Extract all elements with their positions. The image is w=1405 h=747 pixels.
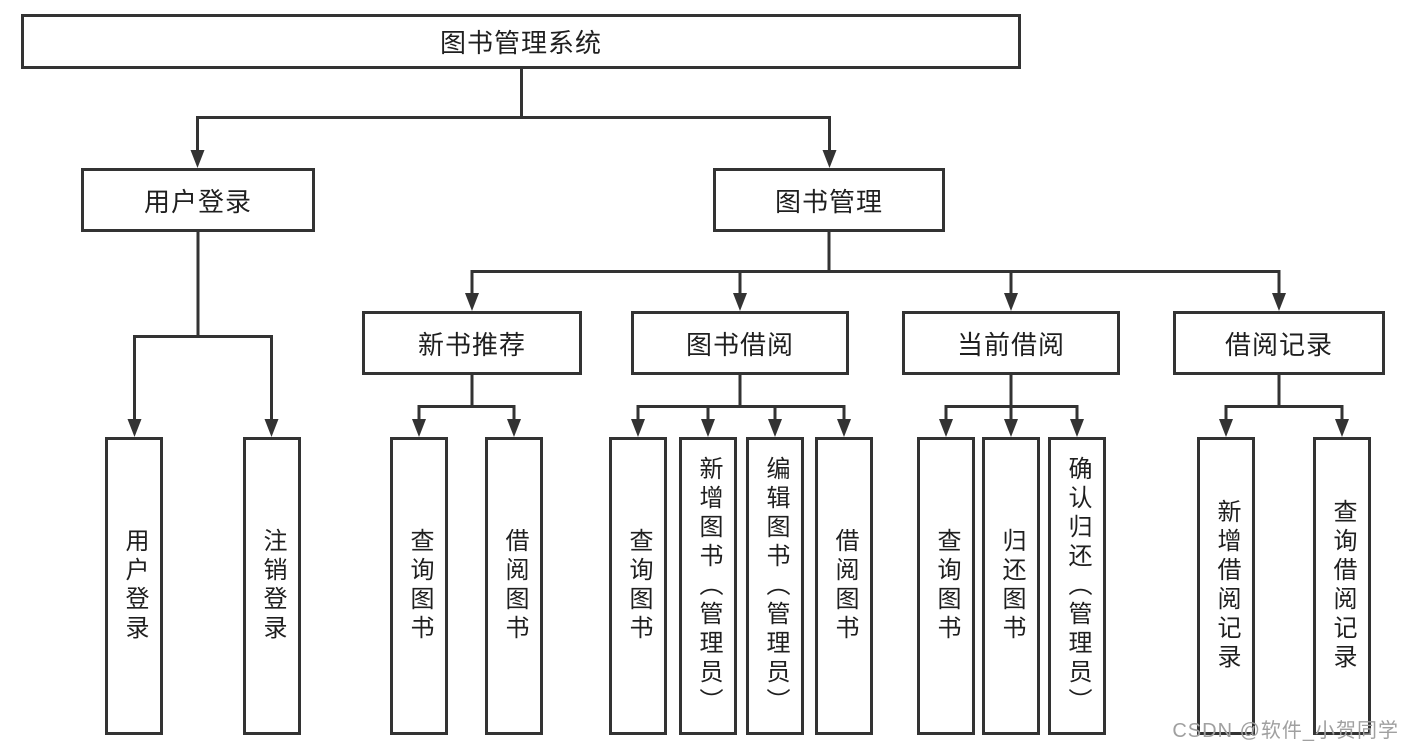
node-leaf-query-borrow-record: 查询借阅记录 (1313, 437, 1371, 735)
arrowhead-icon (1219, 419, 1349, 437)
node-leaf-user-login: 用户登录 (105, 437, 163, 735)
connector-userlogin-to-leaves (133, 232, 273, 421)
node-book-management: 图书管理 (713, 168, 945, 232)
node-book-borrowing: 图书借阅 (631, 311, 849, 375)
node-leaf-add-borrow-record: 新增借阅记录 (1197, 437, 1255, 735)
arrowhead-icon (631, 419, 851, 437)
node-user-login: 用户登录 (81, 168, 315, 232)
csdn-watermark: CSDN @软件_小贺同学 (1172, 720, 1399, 742)
node-leaf-logout: 注销登录 (243, 437, 301, 735)
arrowhead-icon (412, 419, 521, 437)
node-leaf-borrow-books: 借阅图书 (815, 437, 873, 735)
arrowhead-icon (465, 293, 1286, 311)
node-leaf-query-books-current: 查询图书 (917, 437, 975, 735)
arrowhead-icon (190, 150, 837, 168)
node-new-book-recommend: 新书推荐 (362, 311, 582, 375)
node-leaf-query-books-recommend: 查询图书 (390, 437, 448, 735)
connector-newbook-to-leaves (417, 375, 516, 421)
node-root-system: 图书管理系统 (21, 14, 1021, 69)
connector-bookmgmt-to-level3 (470, 232, 1281, 295)
node-leaf-confirm-return-admin: 确认归还（管理员） (1048, 437, 1106, 735)
node-leaf-edit-books-admin: 编辑图书（管理员） (746, 437, 804, 735)
connector-currentborrow-to-leaves (944, 375, 1079, 421)
node-leaf-borrow-books-recommend: 借阅图书 (485, 437, 543, 735)
arrowhead-icon (939, 419, 1084, 437)
arrowhead-icon (127, 419, 279, 437)
connector-records-to-leaves (1224, 375, 1344, 421)
node-leaf-return-books: 归还图书 (982, 437, 1040, 735)
node-leaf-query-books-borrow: 查询图书 (609, 437, 667, 735)
node-leaf-add-books-admin: 新增图书（管理员） (679, 437, 737, 735)
node-borrowing-records: 借阅记录 (1173, 311, 1385, 375)
node-current-borrowing: 当前借阅 (902, 311, 1120, 375)
connector-root-to-level2 (196, 69, 831, 152)
connector-bookborrow-to-leaves (636, 375, 846, 421)
